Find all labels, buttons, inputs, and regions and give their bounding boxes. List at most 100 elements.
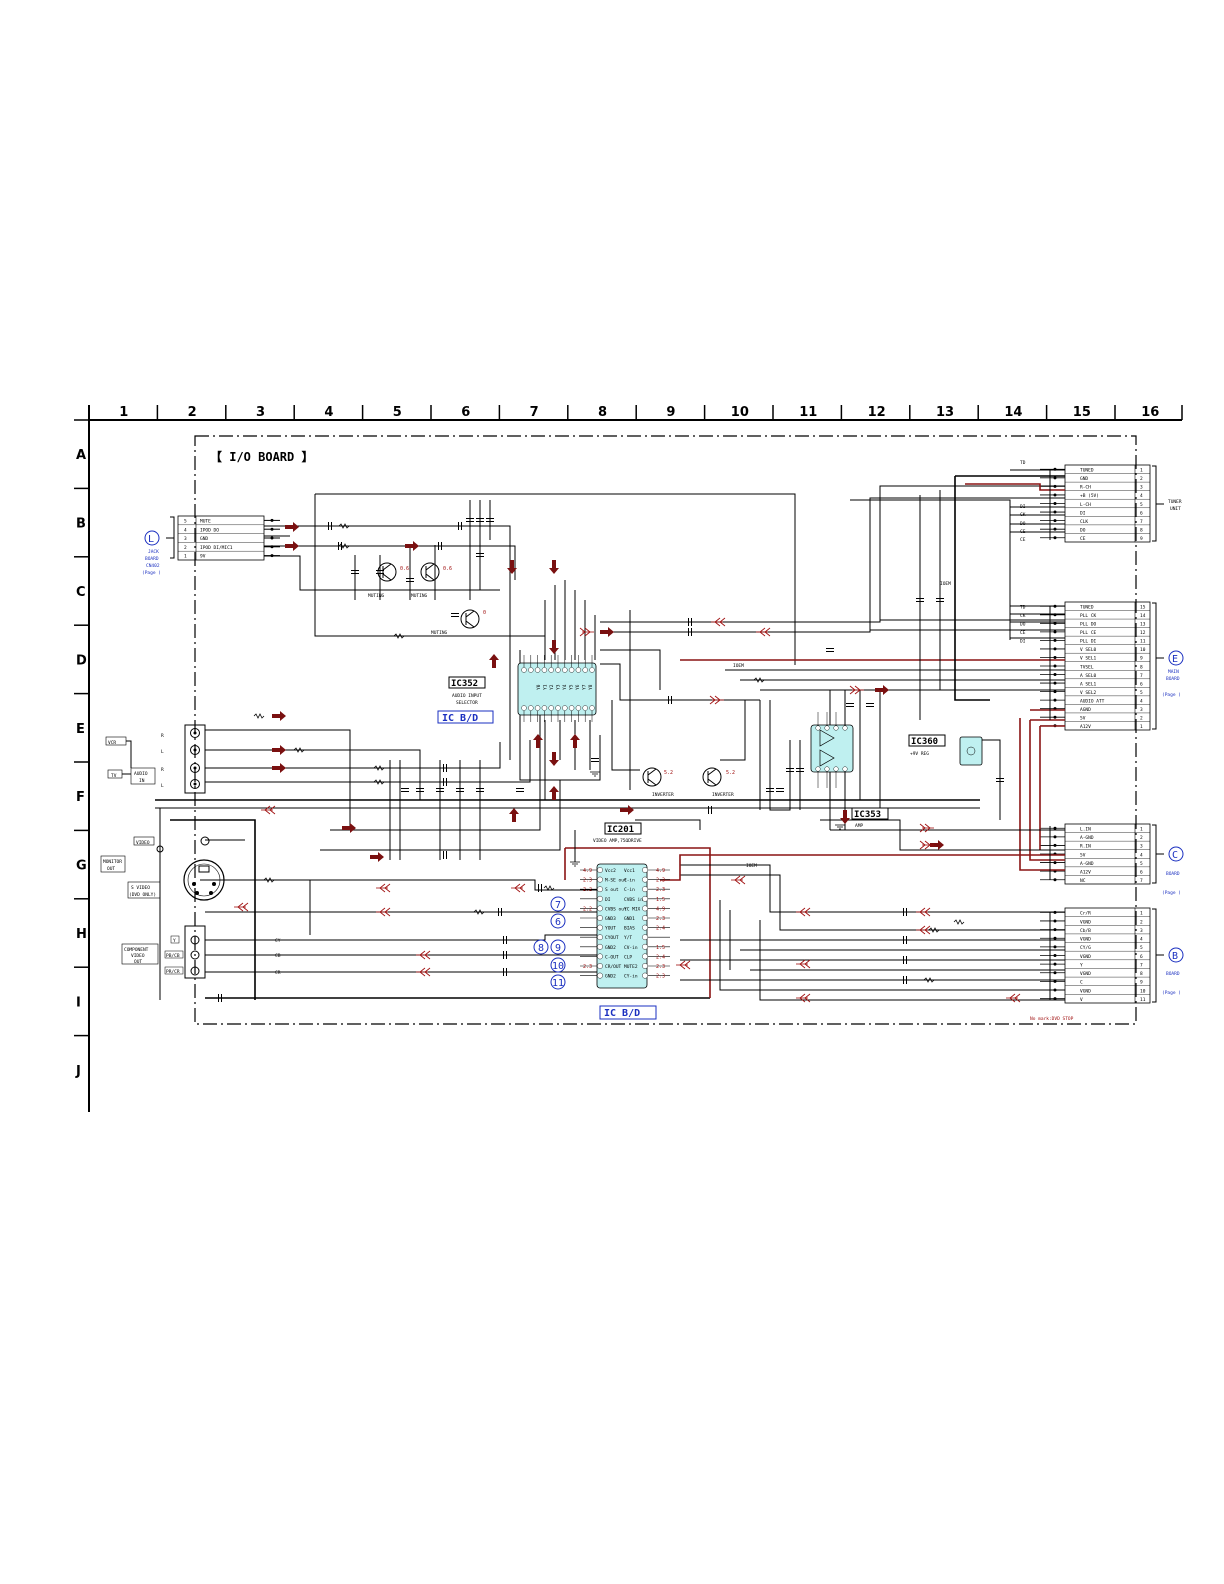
svg-text:BOARD: BOARD: [1166, 871, 1180, 877]
pin-name: A-GND: [1080, 861, 1094, 867]
pin-name: 5V: [1080, 852, 1086, 858]
pin-number: 9: [1140, 536, 1143, 542]
pin-number: 8: [1140, 971, 1143, 977]
muting-transistor-2: MUTING: [411, 562, 440, 599]
svg-text:PR/CR: PR/CR: [166, 969, 180, 975]
muting-transistor-3: MUTING: [431, 609, 480, 636]
svg-text:R: R: [161, 733, 164, 739]
passive-components: [218, 518, 1004, 1002]
svg-text:C-OUT: C-OUT: [605, 954, 619, 960]
video-jacks: VIDEO MONITOR OUT S VIDEO (DVD ONLY) COM…: [100, 836, 281, 979]
row-label: G: [76, 859, 87, 874]
pin-name: AGND: [1080, 707, 1091, 713]
pin-name: L.IN: [1080, 827, 1091, 833]
pin-number: 2: [184, 545, 187, 551]
reference-bubble: [550, 939, 566, 955]
pin-number: 2: [1140, 476, 1143, 482]
pin-number: 11: [1140, 997, 1146, 1003]
svg-text:(Page ): (Page ): [1162, 692, 1181, 698]
pin-number: 1: [1140, 911, 1143, 917]
svg-text:MUTING: MUTING: [368, 593, 385, 599]
svg-text:4.9: 4.9: [583, 868, 592, 874]
pin-name: A SEL0: [1080, 673, 1097, 679]
net-tag: DI: [1020, 639, 1026, 645]
reference-bubble: [550, 913, 566, 929]
svg-text:CVBS in: CVBS in: [624, 897, 643, 903]
pin-number: 5: [1140, 861, 1143, 867]
pin-number: 6: [1140, 510, 1143, 516]
pin-number: 1: [1140, 724, 1143, 730]
pin-name: VGND: [1080, 988, 1091, 994]
svg-text:IC201: IC201: [607, 825, 634, 835]
pin-name: PLL DI: [1080, 639, 1097, 645]
net-tag: CE: [1020, 630, 1026, 636]
reference-bubble: [533, 939, 549, 955]
pin-name: A12V: [1080, 869, 1091, 875]
svg-text:Y8: Y8: [588, 684, 594, 690]
pin-number: 5: [1140, 945, 1143, 951]
reference-bubble: [550, 974, 566, 990]
pin-number: 5: [1140, 690, 1143, 696]
pin-number: 3: [1140, 844, 1143, 850]
svg-text:11: 11: [552, 978, 564, 989]
svg-text:CV-in: CV-in: [624, 945, 638, 951]
column-label: 8: [598, 405, 607, 420]
pin-number: 7: [1140, 673, 1143, 679]
svg-text:L: L: [161, 749, 164, 755]
pin-name: C: [1080, 980, 1083, 986]
pin-number: 2: [1140, 715, 1143, 721]
svg-text:PB/CB: PB/CB: [166, 953, 180, 959]
transistors: MUTING MUTING MUTING INVERTER INVERTER 0…: [368, 562, 735, 798]
svg-text:CB: CB: [275, 953, 281, 959]
svg-text:JACK: JACK: [148, 549, 159, 555]
audio-jacks: VCR TV AUDIO IN R L R L: [105, 724, 206, 794]
pin-name: A SEL1: [1080, 681, 1097, 687]
svg-text:VIDEO AMP,75ΩDRIVE: VIDEO AMP,75ΩDRIVE: [593, 838, 642, 844]
svg-text:GND1: GND1: [624, 916, 635, 922]
svg-text:S VIDEO: S VIDEO: [131, 885, 150, 891]
pin-number: 10: [1140, 988, 1146, 994]
svg-text:9: 9: [555, 943, 561, 954]
pin-name: IPOD DI/MIC1: [200, 545, 233, 551]
row-label: E: [76, 722, 85, 737]
column-label: 11: [799, 405, 817, 420]
inverter-transistor-1: INVERTER: [642, 767, 674, 798]
pin-number: 4: [184, 527, 187, 533]
svg-text:2.3: 2.3: [656, 878, 665, 884]
svg-text:Y6: Y6: [575, 684, 581, 690]
svg-text:MONITOR: MONITOR: [103, 859, 122, 865]
svg-text:Y2: Y2: [549, 684, 555, 690]
svg-text:Y3: Y3: [556, 684, 562, 690]
row-label: C: [76, 585, 86, 600]
svg-text:CY-in: CY-in: [624, 974, 638, 980]
svg-text:CLP: CLP: [624, 954, 632, 960]
svg-text:Y/T: Y/T: [624, 935, 632, 941]
dvd-stop-note: No mark:DVD STOP: [1030, 1016, 1074, 1022]
pin-number: 6: [1140, 954, 1143, 960]
svg-text:2.4: 2.4: [656, 926, 665, 932]
pin-name: Y: [1080, 962, 1083, 968]
svg-text:Y7: Y7: [582, 684, 588, 690]
svg-text:B: B: [1172, 951, 1178, 962]
pin-name: 5V: [1080, 715, 1086, 721]
pin-number: 5: [184, 519, 187, 525]
svg-text:BOARD: BOARD: [1166, 971, 1180, 977]
column-label: 15: [1073, 405, 1091, 420]
reference-bubble: [550, 896, 566, 912]
pin-name: DI: [1080, 510, 1086, 516]
pin-name: PLL DO: [1080, 622, 1097, 628]
pin-name: IPOD DO: [200, 527, 219, 533]
column-label: 5: [393, 405, 402, 420]
column-label: 16: [1141, 405, 1159, 420]
svg-text:+9V REG: +9V REG: [910, 751, 929, 757]
pin-name: Cr/R: [1080, 911, 1091, 917]
svg-text:DI: DI: [605, 897, 611, 903]
svg-text:4.9: 4.9: [656, 906, 665, 912]
svg-text:CY: CY: [275, 938, 281, 944]
pin-number: 9: [1140, 980, 1143, 986]
svg-text:IC353: IC353: [854, 810, 881, 820]
column-label: 13: [936, 405, 954, 420]
